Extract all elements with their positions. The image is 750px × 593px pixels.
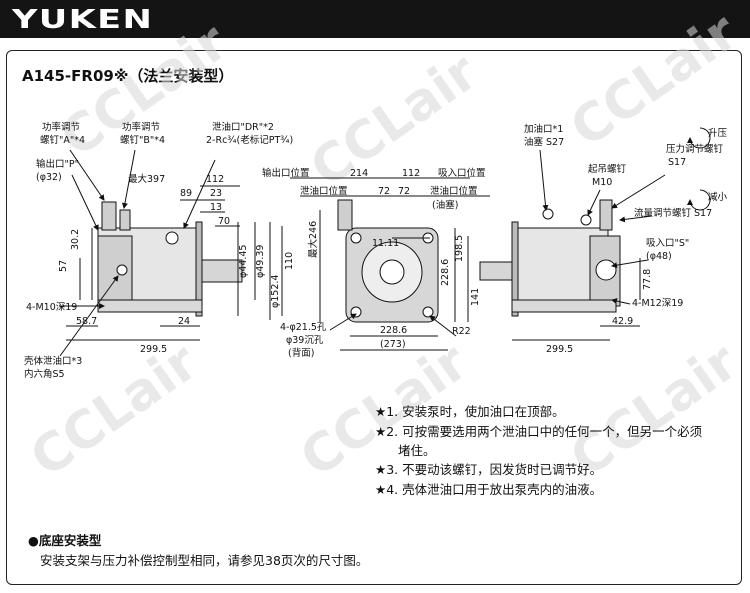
dim-30-2: 30.2 <box>70 229 81 250</box>
section-text: 安装支架与压力补偿控制型相同，请参见38页次的尺寸图。 <box>40 553 369 568</box>
label-adj-b: 功率调节 <box>122 121 160 133</box>
right-shaft <box>479 261 513 281</box>
header-bar: YUKEN <box>0 0 750 38</box>
label-s17a: S17 <box>668 157 686 168</box>
dim-110: 110 <box>284 252 295 270</box>
label-outlet-2: (φ32) <box>36 172 62 183</box>
dim-57: 57 <box>58 260 69 272</box>
brand-logo: YUKEN <box>12 5 154 35</box>
dim-228-6v: 228.6 <box>440 259 451 286</box>
label-adj-a: 功率调节 <box>42 121 80 133</box>
dim-42-9: 42.9 <box>612 316 633 327</box>
fill-plug <box>542 208 554 220</box>
dim-58-7: 58.7 <box>76 316 97 327</box>
label-hole-2: φ39沉孔 <box>286 335 324 346</box>
dim-24: 24 <box>178 316 190 327</box>
label-prs: 压力调节螺钉 <box>666 143 724 155</box>
label-case-drain: 壳体泄油口*3 <box>24 355 82 367</box>
label-adj-b-2: 螺钉"B"*4 <box>120 135 165 146</box>
shaft-side <box>201 259 243 283</box>
dim-max397: 最大397 <box>128 173 165 185</box>
label-hole: 4-φ21.5孔 <box>280 322 327 333</box>
dim-shaft2: φ49.39 <box>255 245 266 278</box>
label-r22: R22 <box>452 326 471 337</box>
dim-23: 23 <box>210 188 222 199</box>
mount-foot <box>97 299 203 313</box>
label-plug: (油塞) <box>432 199 458 211</box>
inlet-port <box>595 259 617 281</box>
adj-screw-a <box>101 201 117 231</box>
dim-299-5a: 299.5 <box>140 344 167 355</box>
right-foot <box>511 299 617 313</box>
label-inpos: 吸入口位置 <box>438 167 486 179</box>
note-1: ★1. 安装泵时，使加油口在顶部。 <box>375 404 565 419</box>
dim-299-5b: 299.5 <box>546 344 573 355</box>
page-title: A145-FR09※（法兰安装型） <box>22 67 234 85</box>
bolt-hole <box>350 232 362 244</box>
label-hex: 内六角S5 <box>24 368 65 380</box>
label-down: 减小 <box>708 191 728 203</box>
label-outpos: 输出口位置 <box>262 167 310 179</box>
dim-72b: 72 <box>398 186 410 197</box>
dim-shaft1: φ44.45 <box>238 245 249 278</box>
label-m12: 4-M12深19 <box>632 298 683 309</box>
dim-77-8: 77.8 <box>642 269 653 290</box>
label-fill-2: 油塞 S27 <box>524 136 564 148</box>
dim-72a: 72 <box>378 186 390 197</box>
label-eye-2: M10 <box>592 177 612 188</box>
dim-214: 214 <box>350 168 368 179</box>
dim-70: 70 <box>218 216 230 227</box>
lift-eye <box>165 231 179 245</box>
front-adj-screw <box>337 199 353 231</box>
label-m10: 4-M10深19 <box>26 302 77 313</box>
note-4: ★4. 壳体泄油口用于放出泵壳内的油液。 <box>375 482 603 497</box>
case-drain-port <box>116 264 128 276</box>
dim-273: (273) <box>380 339 406 350</box>
section-title: ●底座安装型 <box>28 533 102 548</box>
label-inlet-2: (φ48) <box>646 251 672 262</box>
dim-112a: 112 <box>206 174 224 185</box>
label-drain: 泄油口"DR"*2 <box>212 121 274 133</box>
bolt-hole <box>422 306 434 318</box>
dim-13: 13 <box>210 202 222 213</box>
pressure-screw <box>599 199 613 231</box>
label-adj-a-2: 螺钉"A"*4 <box>40 135 85 146</box>
dim-shaft3: φ152.4 <box>270 275 281 308</box>
dim-112b: 112 <box>402 168 420 179</box>
note-2: ★2. 可按需要选用两个泄油口中的任何一个，但另一个必须 <box>375 424 703 439</box>
bolt-hole <box>350 306 362 318</box>
dim-141: 141 <box>470 288 481 306</box>
label-fill: 加油口*1 <box>524 123 563 135</box>
label-inlet: 吸入口"S" <box>646 238 689 249</box>
label-up: 升压 <box>708 128 728 139</box>
drawing-frame <box>6 50 742 585</box>
label-outlet: 输出口"P" <box>36 158 79 170</box>
dim-89: 89 <box>180 188 192 199</box>
dim-11-11: 11.11 <box>372 238 399 249</box>
adj-screw-b <box>119 209 131 231</box>
dim-max246: 最大246 <box>307 221 319 258</box>
label-drain-2: 2-Rc¾(老标记PT¾) <box>206 134 293 146</box>
label-drainpos: 泄油口位置 <box>300 185 348 197</box>
dim-228-6h: 228.6 <box>380 325 407 336</box>
label-drainpos-2: 泄油口位置 <box>430 185 478 197</box>
front-shaft <box>379 259 405 285</box>
label-flow: 流量调节螺钉 S17 <box>634 207 712 219</box>
rotate-up-arrow <box>687 127 711 149</box>
rotate-down-arrow <box>687 189 711 211</box>
note-3: ★3. 不要动该螺钉，因发货时已调节好。 <box>375 462 603 477</box>
dim-198-5: 198.5 <box>454 235 465 262</box>
label-eye: 起吊螺钉 <box>588 164 627 175</box>
label-hole-3: (背面) <box>288 347 314 359</box>
note-2-cont: 堵住。 <box>398 443 436 458</box>
lift-eye-right <box>580 214 592 226</box>
